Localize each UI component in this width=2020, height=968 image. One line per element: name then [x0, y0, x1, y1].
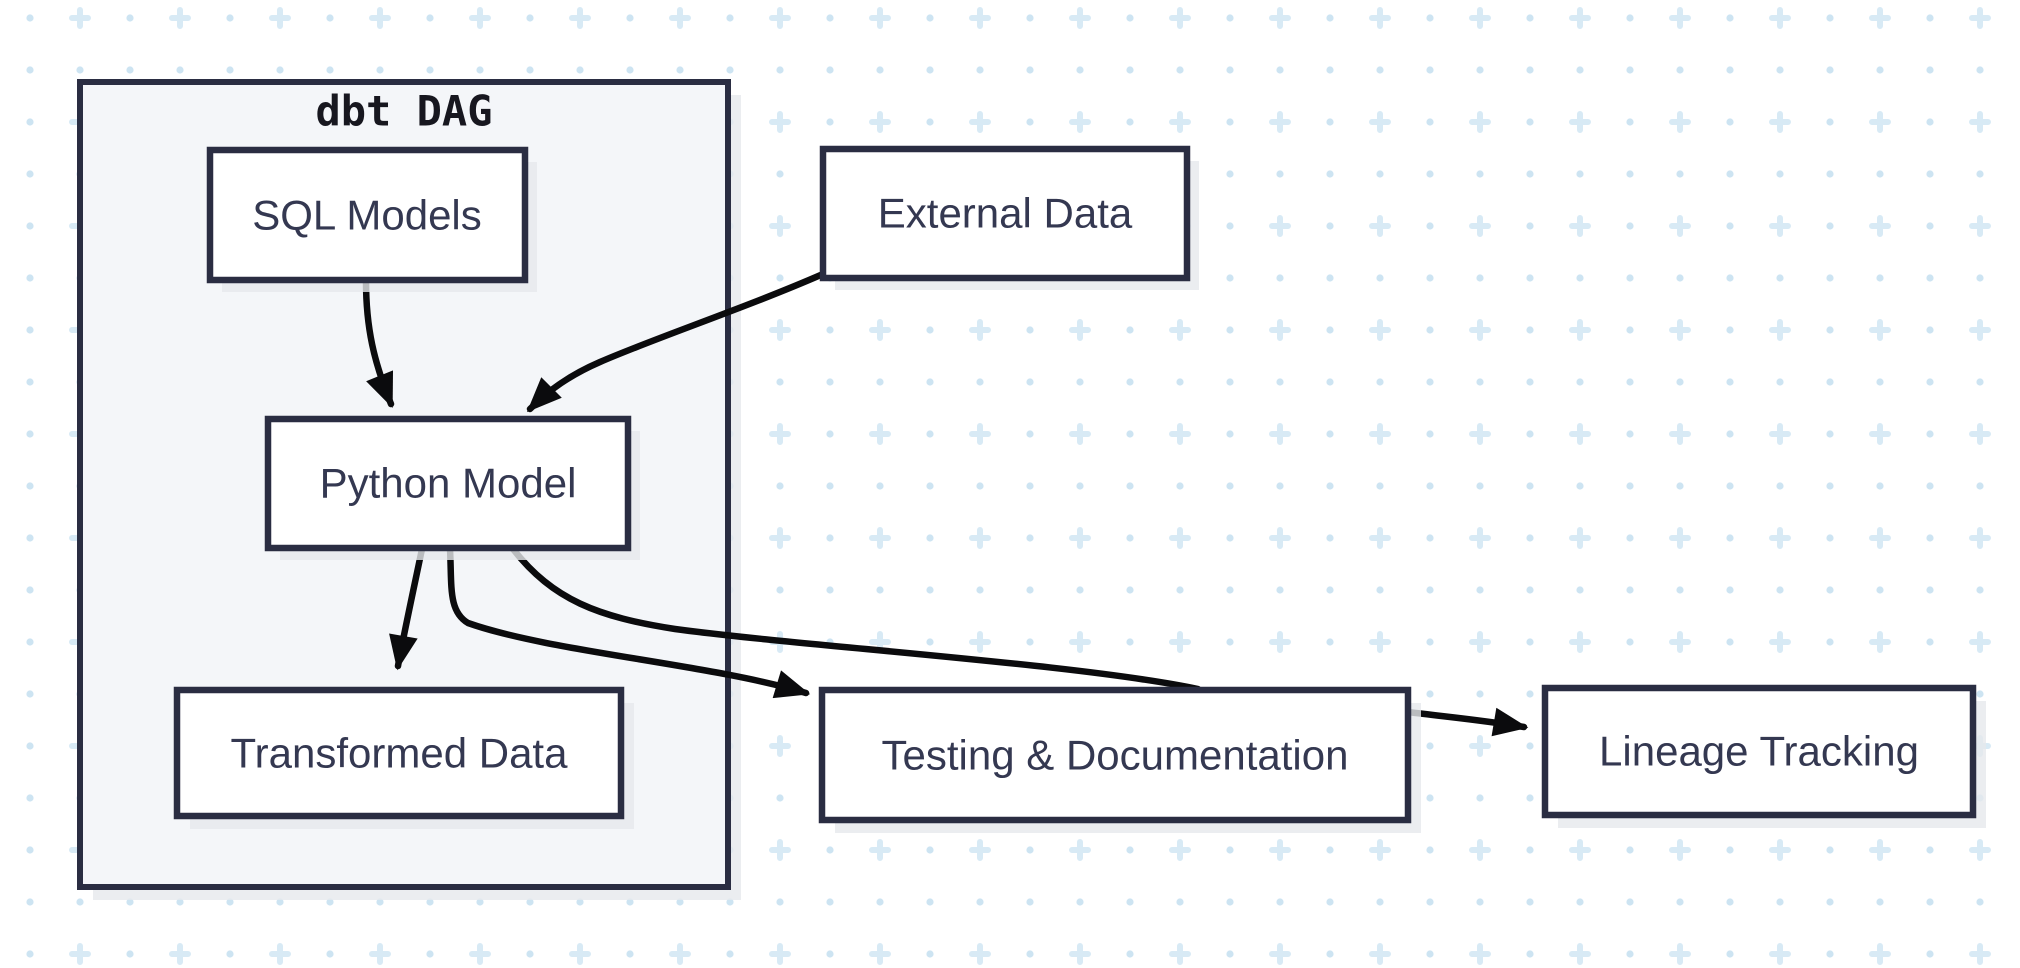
node-rect [1541, 684, 1977, 819]
node-rect [206, 146, 529, 284]
edge-python-model-to-testing-documentation-left [446, 545, 811, 699]
node-testing-documentation: Testing & Documentation [818, 686, 1421, 833]
edge-python-model-to-testing-documentation-top [509, 545, 1202, 693]
edge-python-model-to-transformed-data [389, 545, 426, 671]
node-rect [819, 145, 1191, 282]
node-lineage-tracking: Lineage Tracking [1541, 684, 1986, 828]
node-transformed-data: Transformed Data [173, 686, 634, 829]
node-python-model: Python Model [264, 415, 640, 560]
node-rect [264, 415, 632, 552]
node-rect [173, 686, 625, 820]
node-label: Testing & Documentation [882, 732, 1349, 779]
edge-sql-models-to-python-model [362, 277, 395, 409]
node-rect [818, 686, 1412, 824]
container-title: dbt DAG [315, 87, 492, 136]
node-label: SQL Models [252, 192, 482, 239]
node-sql-models: SQL Models [206, 146, 537, 292]
edges [362, 270, 1529, 737]
node-label: External Data [878, 190, 1133, 237]
node-label: Transformed Data [231, 730, 569, 777]
node-label: Lineage Tracking [1599, 728, 1919, 775]
edge-external-data-to-python-model [526, 270, 827, 413]
node-external-data: External Data [819, 145, 1199, 290]
node-label: Python Model [320, 460, 577, 507]
